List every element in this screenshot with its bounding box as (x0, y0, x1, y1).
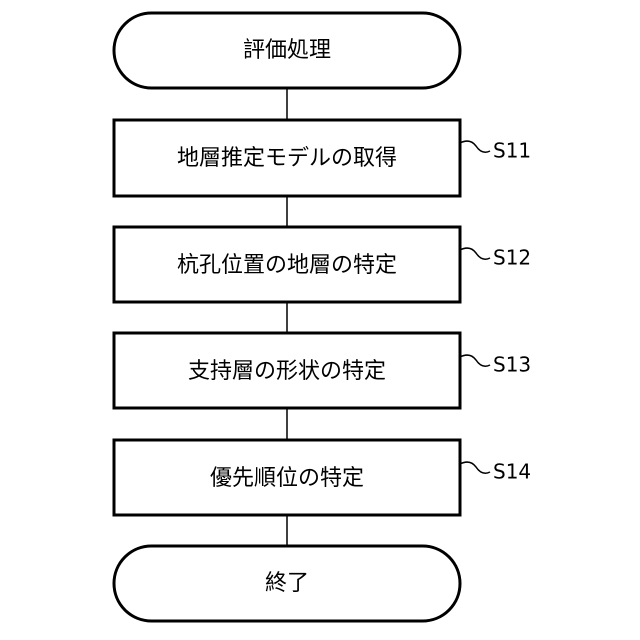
step-s11-leader (460, 141, 490, 152)
process-step-s14-label: 優先順位の特定 (210, 466, 364, 491)
process-step-s11-label: 地層推定モデルの取得 (177, 146, 397, 171)
process-step-s12-label: 杭孔位置の地層の特定 (177, 253, 397, 278)
start-terminal-label: 評価処理 (243, 38, 331, 63)
step-s11-id: S11 (493, 139, 531, 163)
step-s13-id: S13 (493, 353, 531, 377)
step-s12-id: S12 (493, 246, 531, 270)
step-s12-leader (460, 248, 490, 259)
end-terminal-label: 終了 (265, 571, 309, 596)
step-s14-id: S14 (493, 460, 531, 484)
process-step-s13-label: 支持層の形状の特定 (188, 359, 386, 384)
step-s13-leader (460, 355, 490, 366)
step-s14-leader (460, 462, 490, 473)
